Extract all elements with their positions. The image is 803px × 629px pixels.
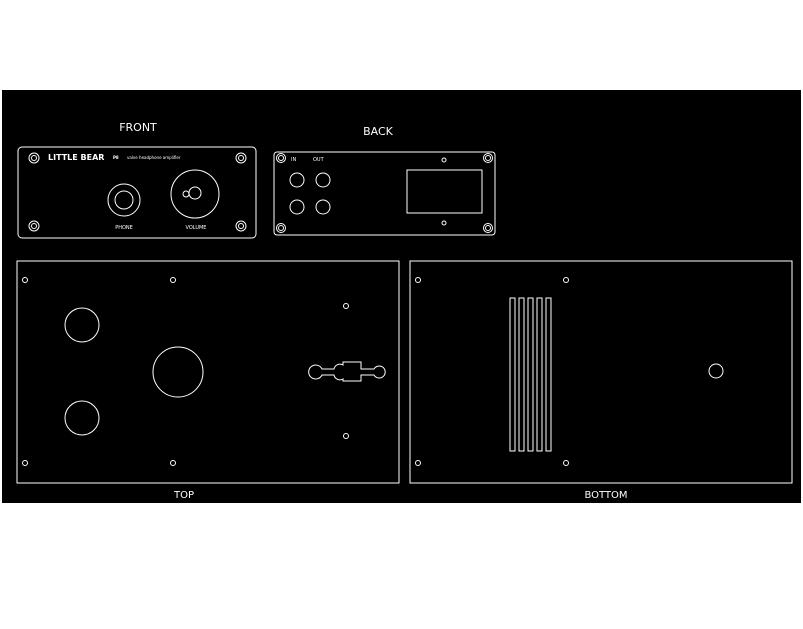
cable-hole	[708, 363, 724, 379]
model-label: P8	[113, 155, 119, 160]
transformer-hole	[152, 346, 204, 398]
front-panel: FRONT LITTLE BEAR P8 valve headphone amp…	[17, 121, 257, 239]
back-panel-outline	[273, 151, 496, 236]
brand-label: LITTLE BEAR	[48, 153, 104, 162]
back-title: BACK	[363, 125, 394, 138]
switch-cutout	[308, 361, 386, 382]
phone-jack-icon	[107, 183, 141, 217]
screw-icon	[28, 152, 247, 232]
cad-drawing: FRONT LITTLE BEAR P8 valve headphone amp…	[2, 90, 801, 503]
bottom-panel-outline	[409, 260, 793, 484]
subtitle-label: valve headphone amplifier	[127, 155, 181, 160]
front-panel-outline	[17, 146, 257, 239]
screw-icon	[276, 153, 493, 233]
vent-slots	[509, 297, 552, 452]
in-label: IN	[291, 157, 296, 163]
power-inlet-cutout	[406, 169, 483, 214]
volume-knob-icon	[170, 169, 220, 219]
mount-hole-icon	[22, 277, 349, 466]
top-panel-outline	[16, 260, 400, 484]
volume-label: VOLUME	[186, 225, 207, 231]
out-label: OUT	[313, 157, 325, 163]
front-title: FRONT	[119, 121, 157, 134]
top-panel: TOP	[16, 260, 400, 501]
mount-hole-icon	[415, 277, 569, 466]
rca-jack-icon	[289, 172, 331, 215]
top-title: TOP	[173, 490, 194, 501]
tube-socket-hole	[64, 400, 100, 436]
drawing-background	[2, 90, 801, 503]
bottom-panel: BOTTOM	[409, 260, 793, 501]
phone-label: PHONE	[115, 225, 133, 231]
back-panel: BACK IN OUT	[273, 125, 496, 236]
bottom-title: BOTTOM	[584, 490, 627, 501]
tube-socket-hole	[64, 307, 100, 343]
